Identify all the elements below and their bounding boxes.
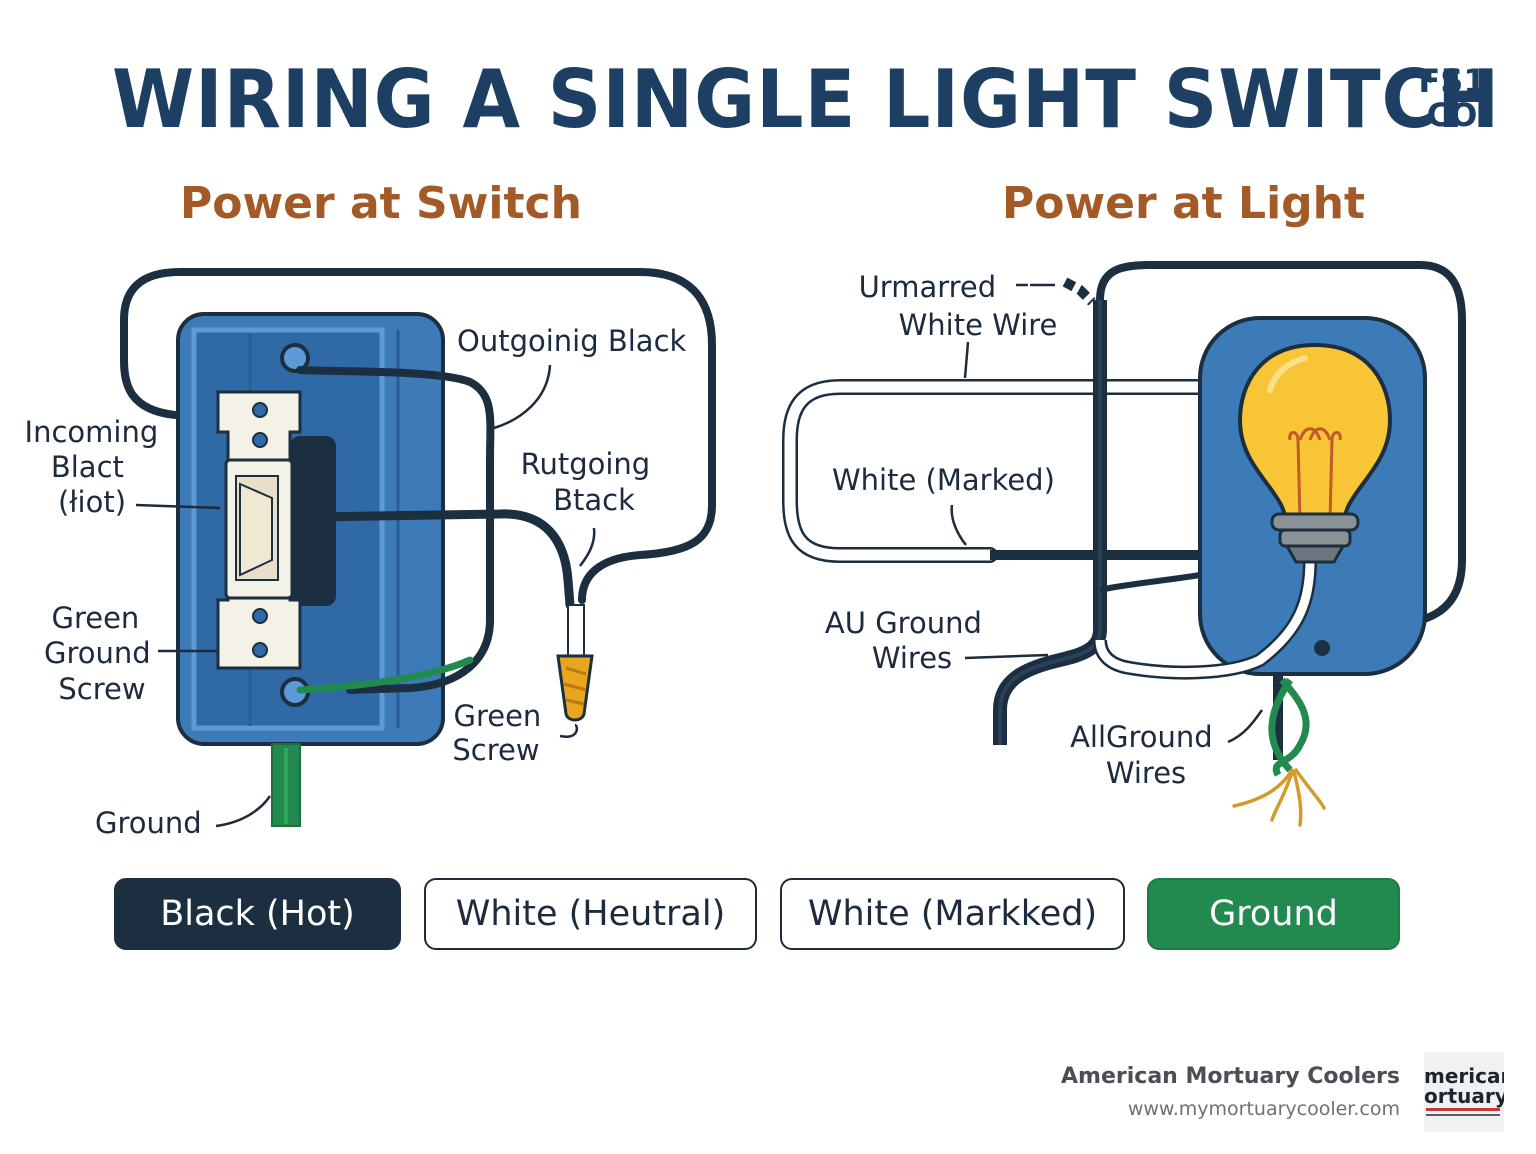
green-ground-wire (296, 656, 474, 694)
legend-white-neutral: White (Heutral) (424, 878, 757, 950)
label-ground: Ground (95, 806, 202, 840)
label-all-ground-wires-right: AllGround Wires (1070, 720, 1222, 790)
section-title-power-at-light: Power at Light (1002, 178, 1365, 229)
label-outgoing-black-mid: Rutgoing Btack (521, 447, 660, 517)
brand-name: American Mortuary Coolers (1061, 1064, 1400, 1089)
label-unmarked-white-wire: Urmarred White Wire (859, 270, 1058, 342)
light-bulb-icon (1237, 342, 1393, 564)
outer-hot-cable (120, 268, 716, 604)
section-title-power-at-switch: Power at Switch (180, 178, 582, 229)
brand-logo-line-1: merican (1424, 1064, 1504, 1088)
legend-ground: Ground (1147, 878, 1400, 950)
middle-black-wire (309, 509, 575, 610)
label-incoming-black: Incoming Blact (łiot) (25, 415, 168, 519)
page-title: WIRING A SINGLE LIGHT SWITCH (112, 53, 1501, 146)
light-switch-icon (216, 390, 302, 670)
label-outgoing-black-top: Outgoinig Black (457, 324, 687, 358)
top-terminal-screw (280, 343, 310, 373)
label-green-ground-screw: Green Ground Screw (44, 601, 160, 706)
brand-logo-line-2: ortuary (1424, 1084, 1504, 1108)
brand-logo: merican ortuary (1424, 1052, 1504, 1132)
label-all-ground-wires-left: AU Ground Wires (825, 606, 991, 675)
outgoing-black-wire (296, 366, 495, 694)
light-diagram: Urmarred White Wire White (Marked) AU Gr… (782, 261, 1466, 827)
corner-logo-mark: FS1 CO (1412, 64, 1492, 132)
corner-mark-line-1: FS1 (1418, 62, 1486, 100)
legend-white-marked: White (Markked) (780, 878, 1125, 950)
label-white-marked: White (Marked) (832, 463, 1055, 497)
green-ground-twist (1268, 677, 1310, 777)
label-green-screw: Green Screw (452, 699, 550, 767)
brand-url: www.mymortuarycooler.com (1127, 1098, 1400, 1120)
switch-diagram: Incoming Blact (łiot) Outgoinig Black Ru… (25, 268, 716, 840)
corner-mark-line-2: CO (1426, 96, 1478, 134)
legend-black-hot: Black (Hot) (114, 878, 401, 950)
